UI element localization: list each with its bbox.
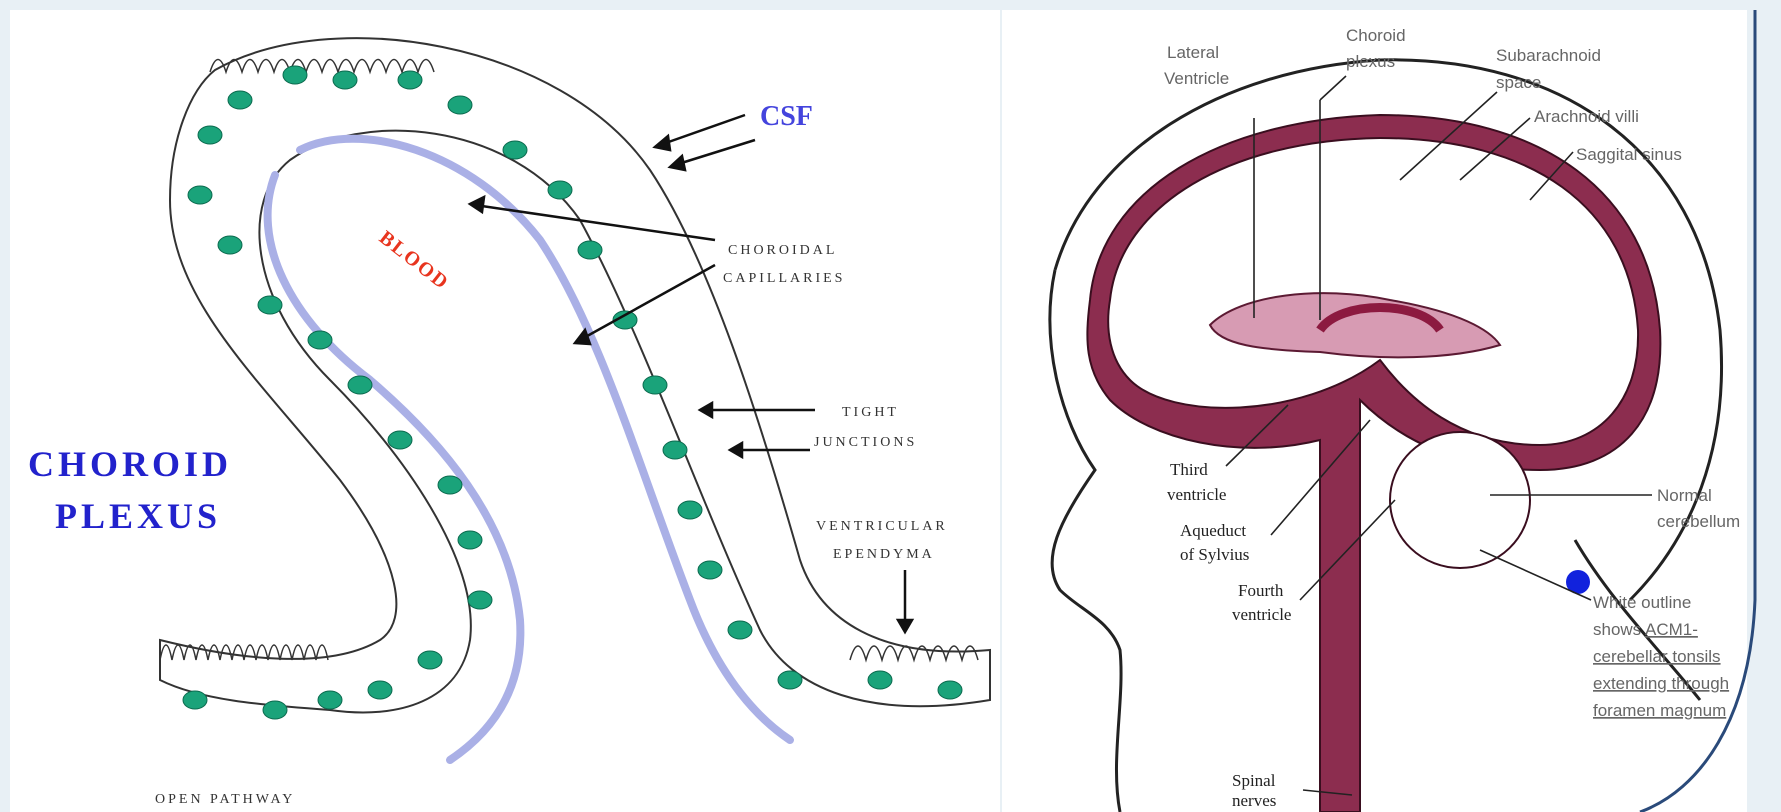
lateral-ventricle-label-line1: Lateral	[1167, 43, 1219, 62]
white-outline-label-line5: foramen magnum	[1593, 701, 1726, 720]
normal-cerebellum-label-line1: Normal	[1657, 486, 1712, 505]
third-ventricle-label-line1: Third	[1170, 460, 1208, 479]
choroid-plexus-label-line1: Choroid	[1346, 26, 1406, 45]
choroidal-capillaries-line1: CHOROIDAL	[728, 243, 837, 258]
saggital-sinus-label: Saggital sinus	[1576, 145, 1682, 164]
aqueduct-label-line1: Aqueduct	[1180, 521, 1246, 540]
spinal-nerves-label-line1: Spinal	[1232, 771, 1276, 790]
tight-junctions-line1: TIGHT	[842, 405, 899, 420]
csf-label: CSF	[760, 101, 813, 132]
tight-junctions-line2: JUNCTIONS	[814, 435, 917, 450]
ventricular-ependyma-line1: VENTRICULAR	[816, 519, 948, 534]
subarachnoid-label-line2: space	[1496, 73, 1541, 92]
normal-cerebellum-label-line2: cerebellum	[1657, 512, 1740, 531]
white-outline-label-line2: shows ACM1-	[1593, 620, 1698, 639]
open-pathway-label: OPEN PATHWAY	[155, 792, 295, 807]
choroid-plexus-title-line2: PLEXUS	[55, 496, 221, 536]
choroidal-capillaries-line2: CAPILLARIES	[723, 271, 845, 286]
white-outline-prefix: shows	[1593, 620, 1645, 639]
white-outline-label-line3: cerebellar tonsils	[1593, 647, 1721, 666]
choroid-plexus-title-line1: CHOROID	[28, 444, 232, 484]
aqueduct-label-line2: of Sylvius	[1180, 545, 1249, 564]
fourth-ventricle-label-line2: ventricle	[1232, 605, 1291, 624]
ventricular-ependyma-line2: EPENDYMA	[833, 547, 935, 562]
lateral-ventricle-label-line2: Ventricle	[1164, 69, 1229, 88]
subarachnoid-label-line1: Subarachnoid	[1496, 46, 1601, 65]
arachnoid-villi-label: Arachnoid villi	[1534, 107, 1639, 126]
fourth-ventricle-label-line1: Fourth	[1238, 581, 1284, 600]
third-ventricle-label-line2: ventricle	[1167, 485, 1226, 504]
choroid-plexus-label-line2: plexus	[1346, 52, 1395, 71]
white-outline-label-line1: White outline	[1593, 593, 1691, 612]
acm1-link[interactable]: ACM1-	[1645, 620, 1698, 639]
white-outline-label-line4: extending through	[1593, 674, 1729, 693]
spinal-nerves-label-line2: nerves	[1232, 791, 1276, 810]
cerebellum	[1390, 432, 1530, 568]
